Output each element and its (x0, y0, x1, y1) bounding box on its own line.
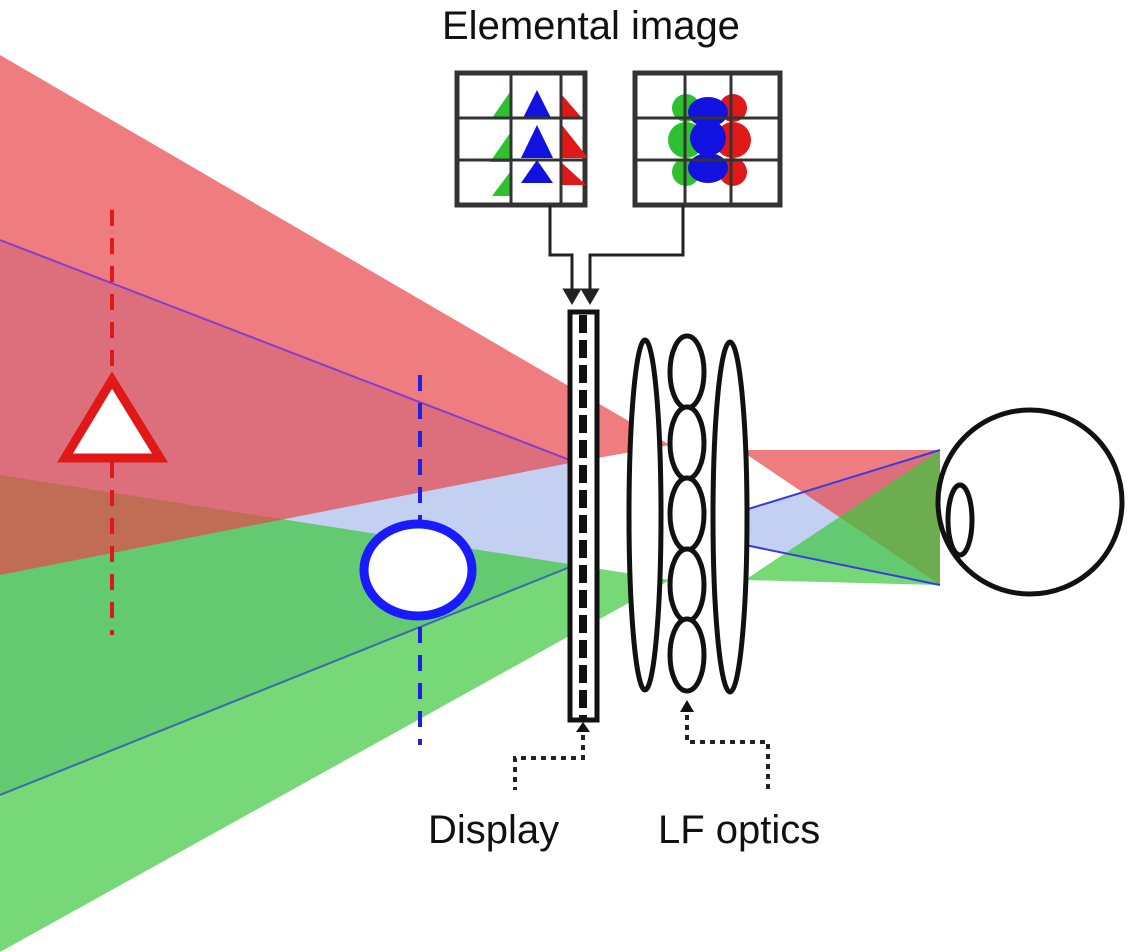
light-beams (0, 55, 941, 952)
lf-optics (626, 333, 770, 790)
elemental-image-arrows (548, 205, 685, 305)
elemental-image-circles (632, 70, 783, 208)
triangle-object (57, 371, 169, 463)
green-beam-right (745, 450, 940, 585)
display-panel (513, 309, 600, 790)
elemental-image-triangles (454, 70, 588, 208)
red-beam (0, 55, 670, 575)
lf-optics-label: LF optics (658, 808, 821, 852)
elemental-image-label: Elemental image (442, 4, 740, 48)
eye-icon (935, 407, 1125, 597)
display-label: Display (428, 808, 560, 852)
circle-object (359, 519, 477, 621)
